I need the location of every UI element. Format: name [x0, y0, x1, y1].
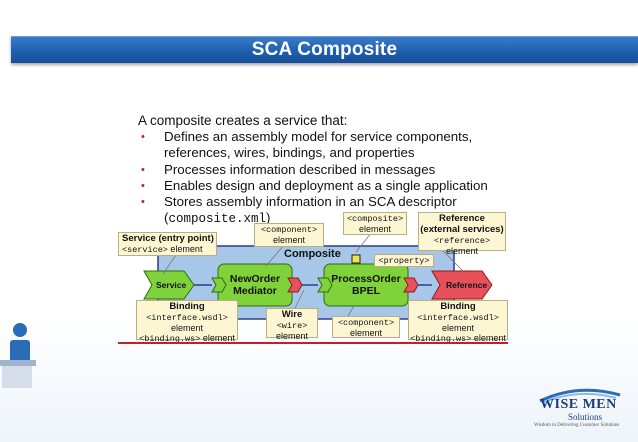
binding-left-elem-2: element [200, 333, 235, 343]
composite-callout-elem: element [358, 224, 392, 234]
component-2-type: BPEL [351, 285, 380, 297]
logo-sub: Solutions [568, 412, 603, 422]
descriptor-file: composite.xml [168, 212, 266, 227]
diagram-underline [118, 342, 508, 344]
reference-label: Reference [446, 280, 488, 290]
paren-close: ) [265, 210, 271, 226]
bullet-dot: • [141, 196, 145, 209]
component-callout-tag: <component> [260, 225, 318, 235]
bullet-item: • Stores assembly information in an SCA d… [136, 194, 488, 210]
component-2-name: ProcessOrder [331, 273, 401, 285]
composite-callout: <composite> element [343, 212, 407, 235]
component-2-reference-port [403, 277, 419, 293]
service-callout: Service (entry point) <service> element [118, 232, 217, 256]
component-2-label: ProcessOrder BPEL [324, 273, 408, 297]
property-callout: <property> [374, 254, 434, 267]
reference-callout-elem: element [445, 246, 479, 256]
service-chevron [143, 270, 195, 300]
bullet-item: • Enables design and deployment as a sing… [136, 178, 488, 194]
intro-text: A composite creates a service that: [138, 113, 348, 128]
service-callout-tag: <service> [122, 245, 168, 255]
logo-name: WISE MEN [540, 397, 617, 412]
bullet-list: • Defines an assembly model for service c… [136, 129, 488, 228]
company-logo: WISE MEN Solutions Wisdom in Delivering … [530, 385, 626, 437]
component-callout: <component> element [254, 223, 324, 247]
wire-callout: Wire <wire> element [266, 308, 318, 341]
binding-right-tag-2: <binding.ws> [410, 334, 472, 344]
bullet-dot: • [141, 131, 145, 143]
component-2-callout: <component> element [332, 316, 400, 338]
bullet-continuation: (composite.xml) [136, 210, 488, 227]
component-2-service-port [317, 277, 333, 293]
paren-open: ( [164, 210, 169, 226]
binding-right-elem-2: element [471, 333, 506, 343]
logo-tagline: Wisdom in Delivering Customer Solutions [534, 423, 620, 428]
wire-callout-title: Wire [281, 309, 303, 320]
pointer-composite [355, 231, 373, 253]
wire-callout-elem: element [275, 331, 309, 341]
bullet-text: Processes information described in messa… [164, 161, 436, 177]
bullet-continuation: references, wires, bindings, and propert… [136, 145, 488, 161]
sca-diagram: Composite Service Reference NewOrder Med… [118, 212, 510, 344]
binding-left-elem: element [170, 323, 204, 333]
composite-callout-tag: <composite> [346, 214, 404, 224]
logo-swoosh-icon [539, 388, 621, 403]
component-callout-elem: element [272, 235, 306, 245]
reference-callout-tag: <reference> [433, 236, 491, 246]
binding-left-callout: Binding <interface.wsdl> element <bindin… [136, 300, 238, 344]
bullet-item: • Processes information described in mess… [136, 162, 488, 178]
bullet-item: • Defines an assembly model for service c… [136, 129, 488, 145]
wire-callout-tag: <wire> [276, 321, 308, 331]
bullet-dot: • [141, 163, 145, 176]
reference-callout-subtitle: (external services) [420, 224, 504, 235]
binding-right-title: Binding [440, 301, 476, 312]
bullet-text: Enables design and deployment as a singl… [164, 177, 488, 193]
bullet-dot: • [141, 179, 145, 192]
composite-label: Composite [284, 248, 341, 260]
binding-left-title: Binding [169, 301, 205, 312]
component-1-label: NewOrder Mediator [218, 273, 292, 297]
component-1-service-port [211, 277, 227, 293]
component-2-callout-elem: element [349, 328, 383, 338]
service-callout-title: Service (entry point) [122, 233, 214, 244]
pointer-component-2 [347, 305, 355, 317]
component-1-reference-port [287, 277, 303, 293]
bullet-text: references, wires, bindings, and propert… [164, 145, 415, 161]
property-tag: <property> [378, 256, 430, 266]
reference-callout: Reference (external services) <reference… [418, 212, 506, 256]
service-callout-elem: element [167, 244, 203, 254]
presenter-figure-icon [0, 323, 36, 388]
component-1-type: Mediator [233, 285, 277, 297]
binding-left-tag-1: <interface.wsdl> [146, 313, 228, 323]
component-2-callout-tag: <component> [337, 318, 395, 328]
service-label: Service [156, 280, 187, 290]
bullet-text: Defines an assembly model for service co… [164, 129, 473, 144]
property-square [351, 254, 361, 264]
binding-right-callout: Binding <interface.wsdl> element <bindin… [408, 300, 508, 344]
binding-right-elem: element [441, 323, 475, 333]
bullet-text: Stores assembly information in an SCA de… [164, 194, 457, 210]
reference-chevron [431, 270, 493, 300]
component-1-name: NewOrder [229, 273, 281, 285]
binding-right-tag-1: <interface.wsdl> [417, 313, 499, 323]
reference-callout-title: Reference [439, 213, 485, 224]
title-bar: SCA Composite [11, 36, 638, 63]
slide-title: SCA Composite [251, 39, 398, 60]
binding-left-tag-2: <binding.ws> [139, 334, 201, 344]
